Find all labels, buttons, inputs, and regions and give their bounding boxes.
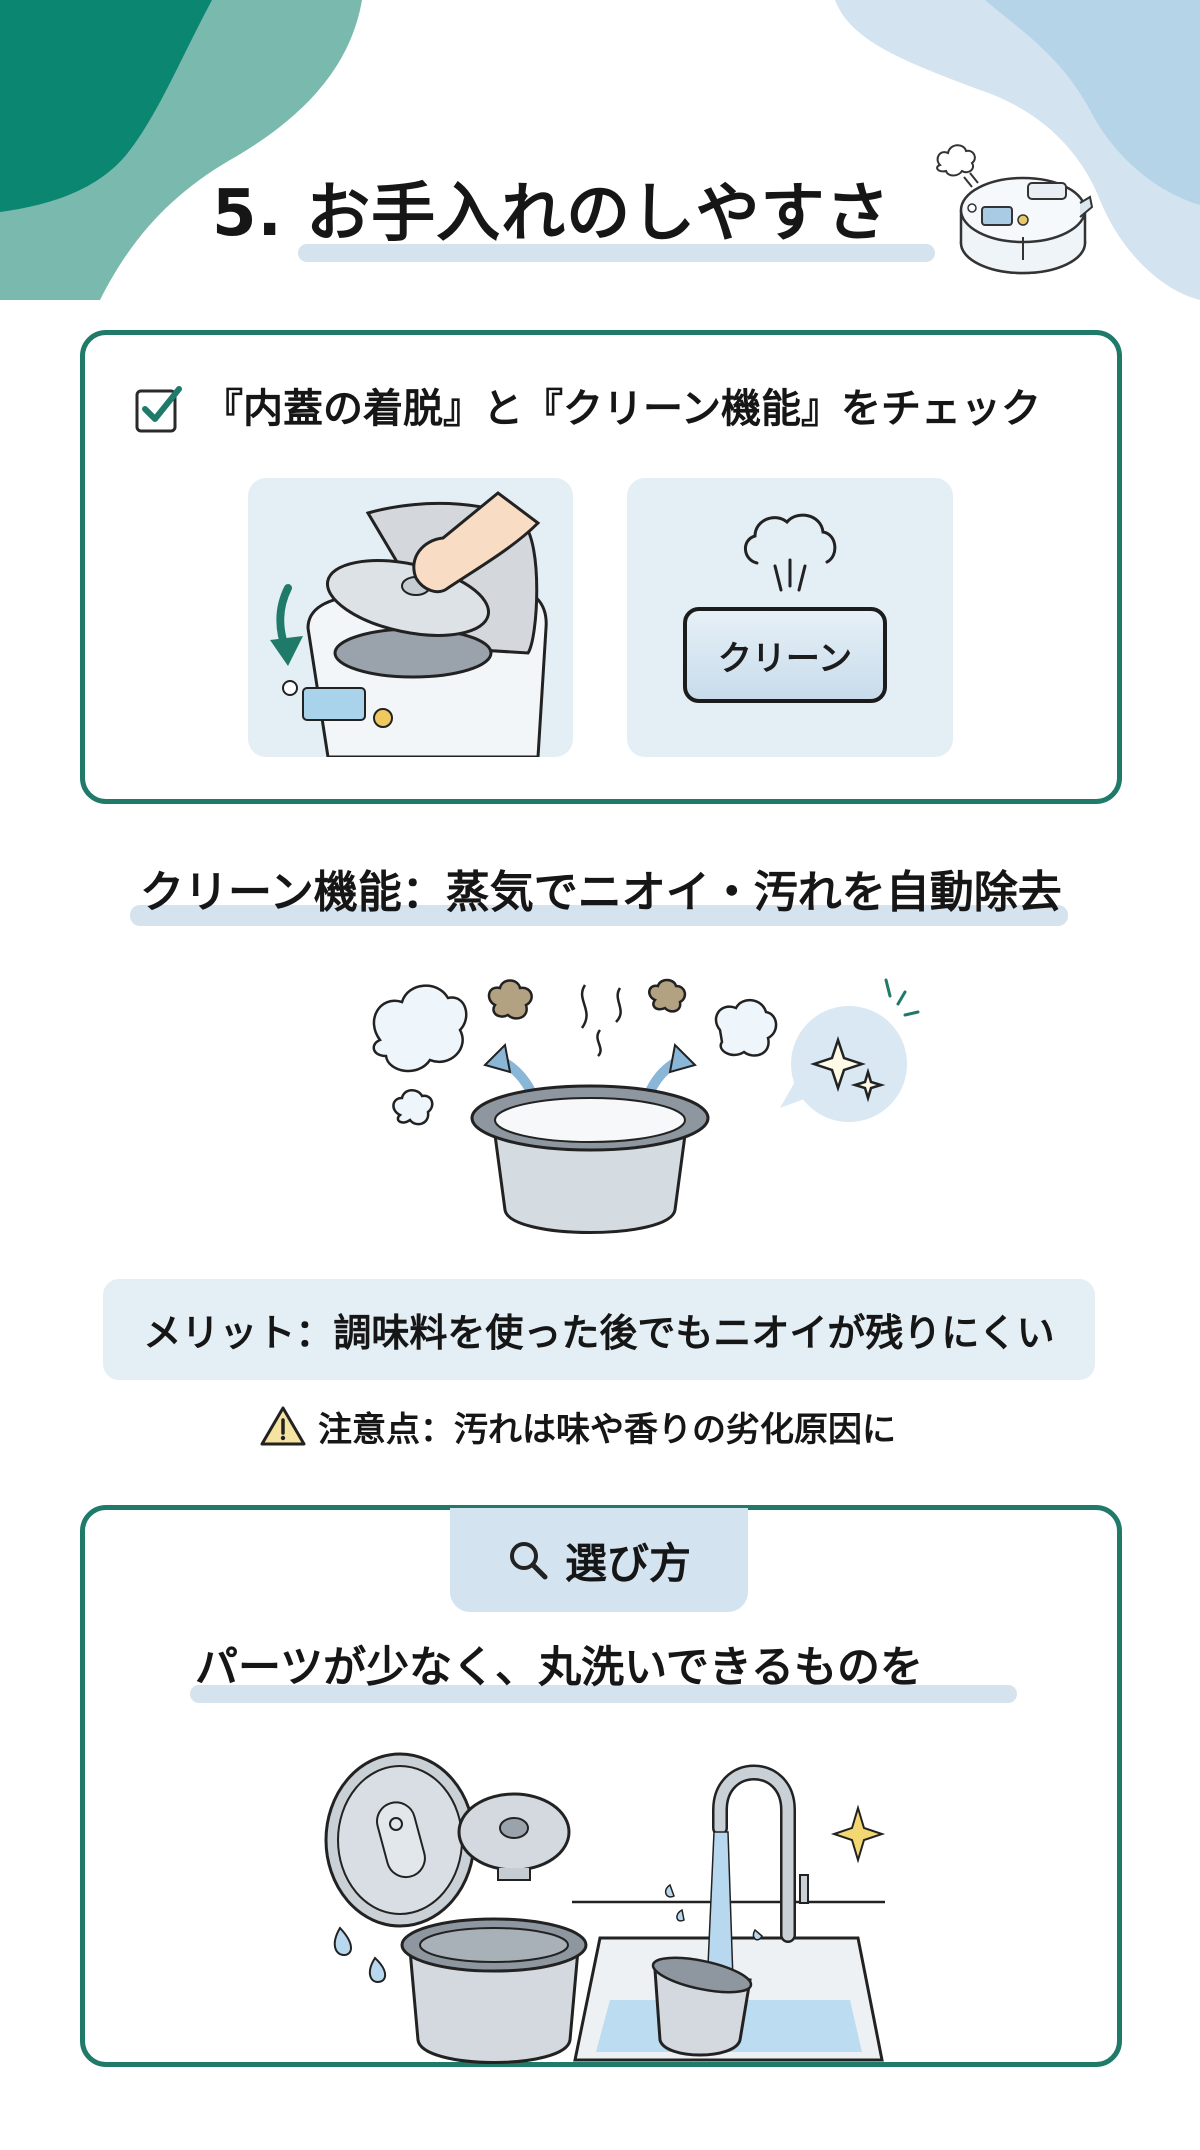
- clean-function-highlight: [130, 905, 1068, 926]
- corner-decoration: [0, 0, 1200, 300]
- page-title: 5. お手入れのしやすさ: [212, 177, 891, 251]
- how-to-choose-tab: 選び方: [450, 1508, 748, 1612]
- benefit-text: メリット：調味料を使った後でもニオイが残りにくい: [143, 1311, 1055, 1355]
- blob-mid-blue: [985, 0, 1200, 205]
- how-to-choose-card: 選び方 パーツが少なく、丸洗いできるものを: [80, 1505, 1122, 2067]
- warning-icon: [260, 1406, 306, 1446]
- check-card: 『内蓋の着脱』と『クリーン機能』をチェック クリーン: [80, 330, 1122, 804]
- rice-cooker-icon: [936, 144, 1094, 275]
- washable-parts-sink-illustration: [324, 1752, 886, 2064]
- clean-function-panel: クリーン: [627, 478, 953, 757]
- caution-note: 注意点：汚れは味や香りの劣化原因に: [260, 1400, 896, 1452]
- search-icon: [509, 1542, 548, 1580]
- steam-cloud-icon: [744, 513, 837, 592]
- how-to-choose-label: 選び方: [564, 1538, 691, 1588]
- clean-function-heading: クリーン機能：蒸気でニオイ・汚れを自動除去: [140, 867, 1062, 918]
- tip-highlight: [190, 1685, 1017, 1703]
- steaming-inner-pot-illustration: [372, 978, 920, 1234]
- clean-button: クリーン: [683, 607, 887, 703]
- inner-lid-panel: [248, 478, 573, 759]
- title-highlight: [298, 244, 935, 262]
- inner-lid-removal-illustration: [270, 491, 548, 759]
- how-to-choose-tip: パーツが少なく、丸洗いできるものを: [195, 1643, 923, 1693]
- check-card-heading: 『内蓋の着脱』と『クリーン機能』をチェック: [203, 386, 1041, 432]
- blob-dark-teal: [0, 0, 212, 212]
- caution-text: 注意点：汚れは味や香りの劣化原因に: [318, 1409, 896, 1450]
- benefit-box: メリット：調味料を使った後でもニオイが残りにくい: [103, 1279, 1095, 1380]
- checkbox-checked-icon: [135, 386, 182, 433]
